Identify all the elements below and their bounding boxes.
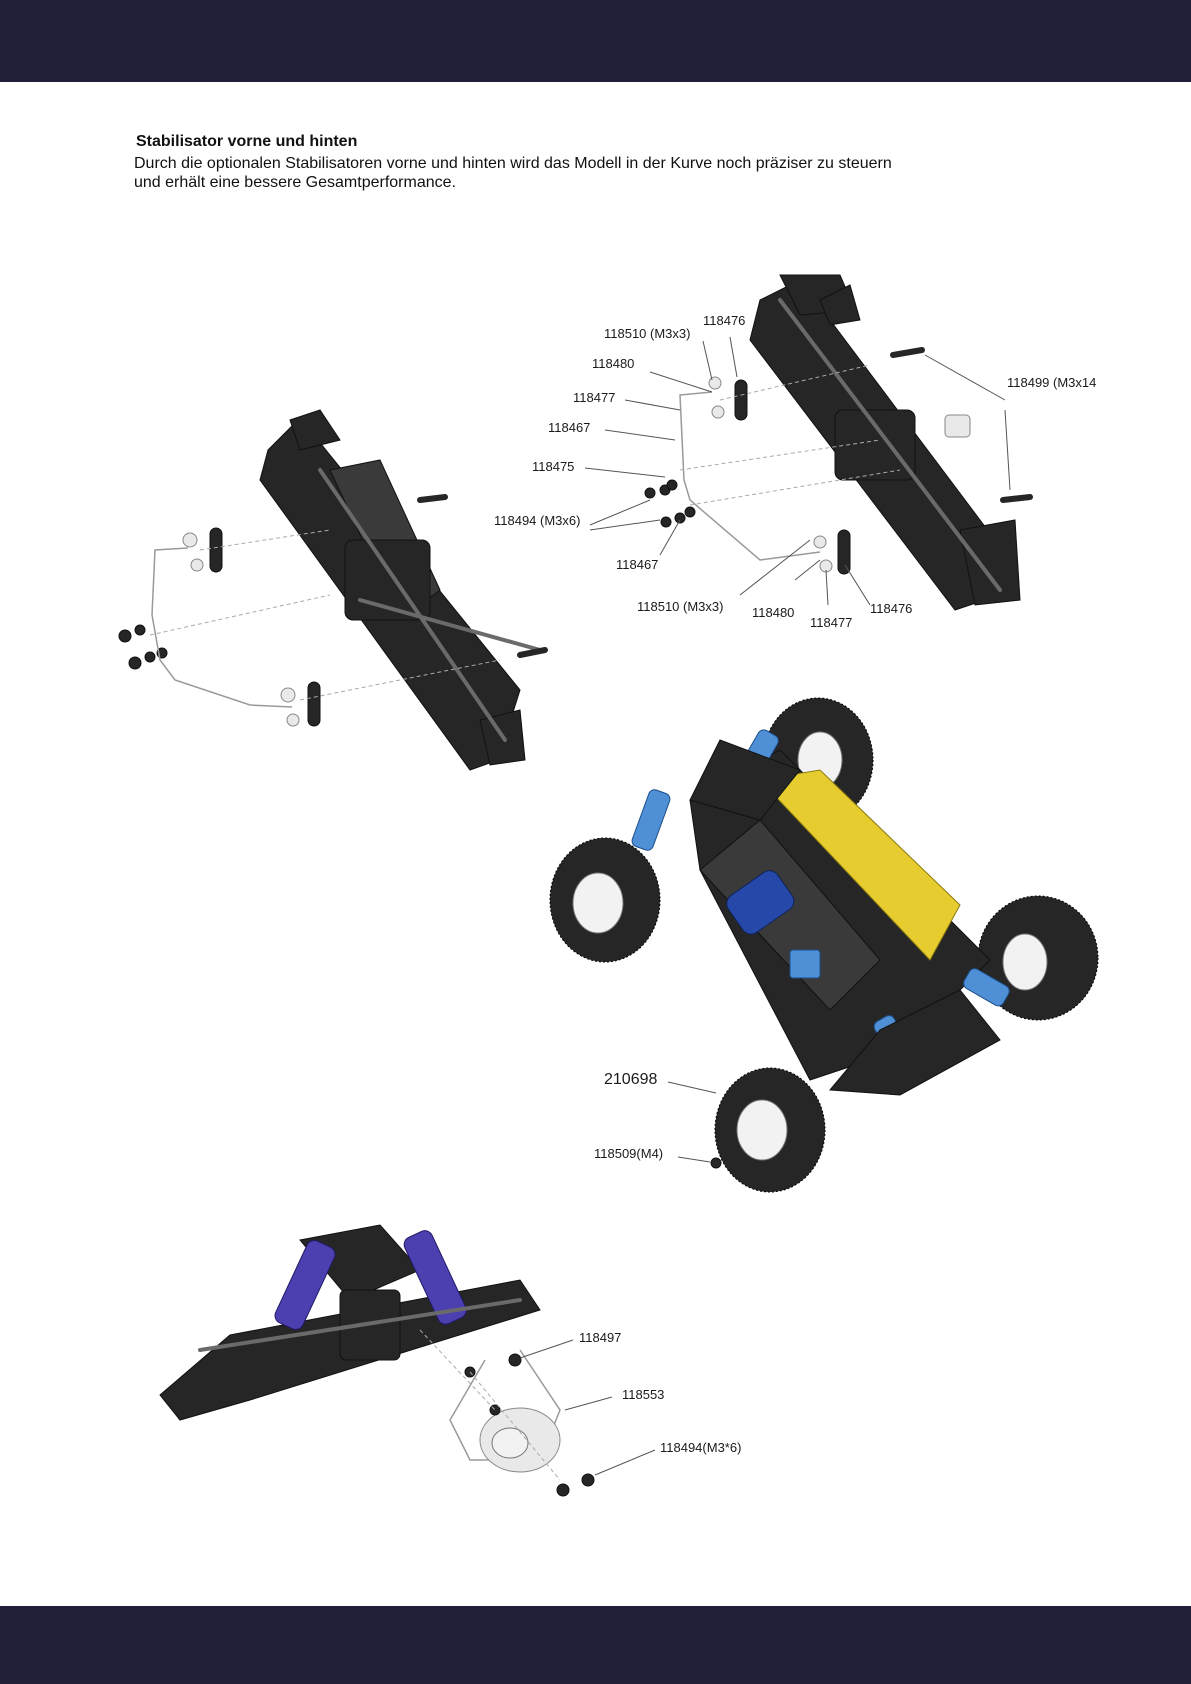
callout-118476-top: 118476 [703,313,746,328]
section-heading: Stabilisator vorne und hinten [136,133,358,150]
rear-suspension-exploded-icon [118,409,548,771]
callout-118499-m3x14: 118499 (M3x14 [1007,375,1097,390]
body-line-2: und erhält eine bessere Gesamtperformanc… [134,174,456,191]
callout-leader-lines [519,336,1011,1476]
callout-118477-bottom: 118477 [810,615,853,630]
callout-118553: 118553 [622,1387,665,1402]
callout-118467-bottom: 118467 [616,557,659,572]
front-suspension-exploded-icon [644,274,1033,611]
callout-118494-m3-6: 118494(M3*6) [660,1440,742,1455]
callout-118480-top: 118480 [592,356,635,371]
callout-118509-m4: 118509(M4) [594,1146,664,1161]
callout-118494-m3x6: 118494 (M3x6) [494,513,581,528]
rc-truggy-car-icon [549,697,1099,1193]
cooling-fan-bracket-icon [159,1224,595,1497]
callout-118476-bottom: 118476 [870,601,913,616]
section-body: Durch die optionalen Stabilisatoren vorn… [134,154,1034,192]
callout-118475: 118475 [532,459,575,474]
callout-118477-top: 118477 [573,390,616,405]
footer-band [0,1606,1191,1684]
header-band [0,0,1191,82]
callout-118510-bottom: 118510 (M3x3) [637,599,724,614]
callout-118510-top: 118510 (M3x3) [604,326,691,341]
body-line-1: Durch die optionalen Stabilisatoren vorn… [134,155,892,172]
callout-118480-bottom: 118480 [752,605,795,620]
callout-210698: 210698 [604,1071,658,1088]
callout-118497: 118497 [579,1330,622,1345]
callout-118467-top: 118467 [548,420,591,435]
